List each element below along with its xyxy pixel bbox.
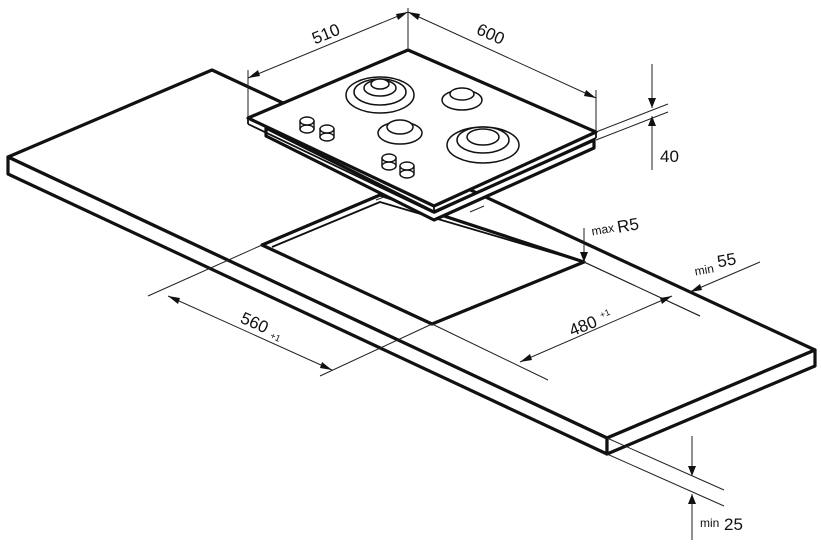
- extension-line: [319, 323, 433, 377]
- burner-center: [466, 128, 500, 146]
- label-corner-prefix: max: [590, 221, 615, 239]
- dimension-line-600: [407, 11, 597, 99]
- arrow-head: [690, 284, 702, 292]
- knob-base: [319, 132, 335, 142]
- dimension-line-560: [167, 295, 333, 371]
- arrow-head: [520, 354, 532, 362]
- knob-base: [299, 124, 315, 134]
- cutout-edge-mark: [469, 205, 485, 213]
- worktop-side-face: [605, 348, 817, 456]
- hob-edge: [247, 123, 435, 214]
- dimension-line-480: [519, 295, 673, 363]
- burner-center: [370, 78, 390, 90]
- burner-center: [449, 87, 475, 101]
- arrow-head: [396, 12, 408, 20]
- label-cutout-width-tol: +1: [269, 330, 282, 343]
- burner-small-back: [441, 87, 483, 111]
- dimension-line-55: [689, 261, 761, 293]
- label-worktop-thickness: min 25: [700, 515, 743, 534]
- knob-top: [381, 153, 397, 163]
- cutout-inner-edge: [271, 201, 585, 263]
- knob-top: [319, 124, 335, 134]
- label-edge-prefix: min: [693, 261, 714, 278]
- arrow-head: [648, 116, 656, 126]
- control-knobs-left: [299, 116, 335, 142]
- label-edge-distance: min 55: [693, 249, 738, 278]
- label-hob-depth: 510: [309, 20, 342, 48]
- label-corner-radius: max R5: [590, 214, 641, 239]
- extension-line: [606, 453, 725, 507]
- arrow-head: [688, 466, 696, 476]
- label-thickness-value: 25: [724, 515, 743, 534]
- knob-top: [399, 161, 415, 171]
- dimension-line-510: [247, 11, 409, 79]
- extension-line: [147, 244, 263, 297]
- knob-top: [299, 116, 315, 126]
- dimension-lines: [147, 8, 761, 540]
- extension-line: [431, 323, 549, 381]
- extension-line: [595, 111, 669, 141]
- label-cutout-width-value: 560: [238, 308, 272, 337]
- arrow-head: [408, 12, 420, 20]
- arrow-head: [580, 252, 588, 262]
- arrow-head: [320, 362, 332, 370]
- arrow-head: [168, 296, 180, 304]
- extension-line: [606, 437, 725, 491]
- label-cutout-depth-tol: +1: [598, 307, 611, 320]
- arrow-head: [660, 296, 672, 304]
- burner-medium: [377, 119, 423, 145]
- burner-rapid: [446, 126, 520, 164]
- label-thickness-prefix: min: [700, 516, 719, 530]
- label-edge-value: 55: [716, 249, 738, 271]
- extension-line: [583, 261, 701, 317]
- extension-line: [595, 103, 669, 133]
- burner-center: [386, 119, 414, 135]
- arrow-head: [648, 98, 656, 108]
- label-corner-value: R5: [616, 214, 641, 236]
- knob-base: [399, 169, 415, 179]
- burner-triple-ring: [345, 76, 415, 114]
- arrow-head: [584, 90, 596, 98]
- arrow-head: [688, 494, 696, 504]
- knob-base: [381, 161, 397, 171]
- control-knobs-front: [381, 153, 415, 179]
- label-hob-height: 40: [660, 147, 679, 166]
- arrow-head: [248, 70, 260, 78]
- hob-edge: [433, 137, 597, 214]
